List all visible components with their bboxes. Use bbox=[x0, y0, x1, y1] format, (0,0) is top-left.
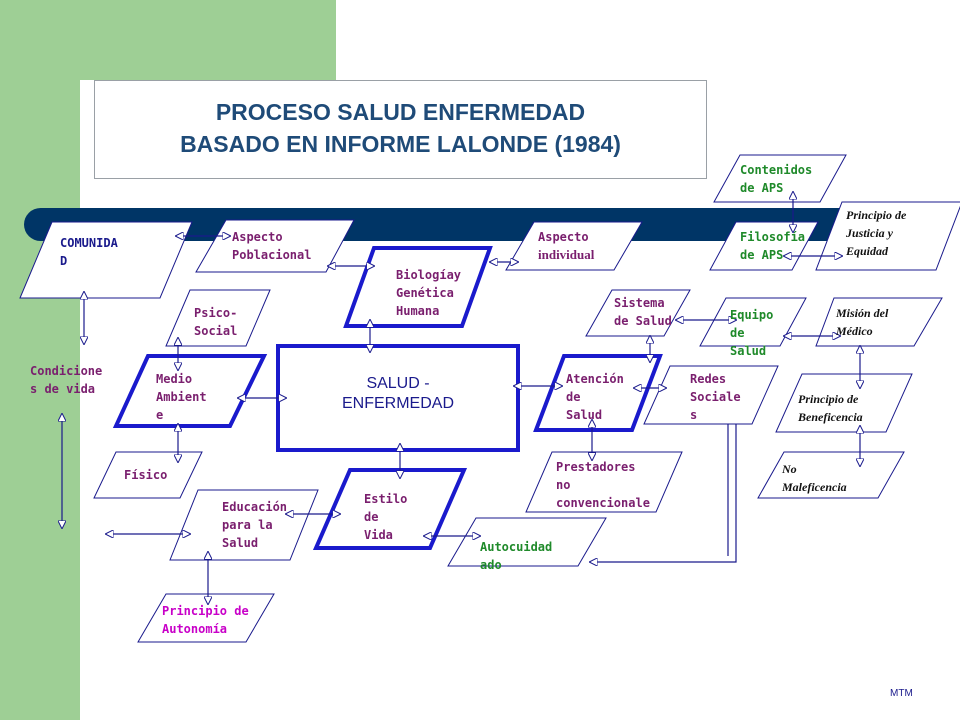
node-fisico bbox=[93, 451, 203, 499]
label-redes-sociales: Redes Sociale s bbox=[690, 372, 741, 422]
label-filosofia-aps: Filosofía de APS bbox=[740, 230, 806, 262]
label-principio-beneficencia: Principio de Beneficencia bbox=[798, 392, 863, 424]
arrow-redes-autocuidado bbox=[590, 424, 737, 562]
node-redes-sociales bbox=[643, 365, 779, 425]
node-prestadores bbox=[525, 451, 683, 513]
node-medio-ambiente bbox=[112, 354, 268, 428]
label-estilo-vida: Estilo de Vida bbox=[364, 492, 408, 542]
label-contenidos-aps: Contenidos de APS bbox=[740, 163, 813, 195]
label-principio-autonomia: Principio de Autonomía bbox=[162, 604, 249, 636]
node-comunidad bbox=[19, 221, 193, 299]
label-prestadores: Prestadores no convencionale bbox=[556, 460, 650, 510]
label-condiciones-vida: Condicione s de vida bbox=[30, 364, 103, 396]
label-mision-medico: Misión del Médico bbox=[836, 306, 889, 338]
label-educacion: Educación para la Salud bbox=[222, 500, 288, 550]
node-mision-medico bbox=[815, 297, 943, 347]
label-equipo-salud: Equipo de Salud bbox=[730, 308, 774, 358]
node-aspecto-individual bbox=[505, 221, 643, 271]
node-aspecto-poblacional bbox=[195, 219, 355, 273]
node-principio-justicia bbox=[815, 201, 960, 271]
label-principio-justicia: Principio de Justicia y Equidad bbox=[846, 208, 907, 258]
label-sistema-salud: Sistema de Salud bbox=[614, 296, 672, 328]
title-box: PROCESO SALUD ENFERMEDAD BASADO EN INFOR… bbox=[94, 80, 707, 179]
node-contenidos-aps bbox=[713, 154, 847, 203]
label-psico-social: Psico- Social bbox=[194, 306, 238, 338]
label-comunidad: COMUNIDA D bbox=[60, 236, 118, 268]
node-sistema-salud bbox=[585, 289, 691, 337]
label-salud-enfermedad: SALUD - ENFERMEDAD bbox=[341, 375, 454, 412]
label-atencion-salud: Atención de Salud bbox=[566, 372, 624, 422]
label-aspecto-individual-1: Aspecto bbox=[538, 230, 589, 244]
node-atencion-salud bbox=[533, 354, 663, 432]
green-sidebar bbox=[0, 0, 80, 720]
node-psico-social bbox=[165, 289, 271, 347]
label-medio-ambiente: Medio Ambient e bbox=[156, 372, 207, 422]
node-principio-beneficencia bbox=[775, 373, 913, 433]
node-autocuidado bbox=[447, 517, 607, 567]
footer-mtm: MTM bbox=[890, 688, 913, 699]
title-line-1: PROCESO SALUD ENFERMEDAD bbox=[215, 99, 586, 125]
title-line-2: BASADO EN INFORME LALONDE (1984) bbox=[180, 131, 621, 157]
label-fisico: Físico bbox=[124, 468, 168, 482]
node-equipo-salud bbox=[699, 297, 807, 347]
label-no-maleficencia: No Maleficencia bbox=[782, 462, 847, 494]
label-biologia: Biologíay Genética Humana bbox=[396, 268, 462, 318]
node-biologia bbox=[343, 246, 493, 328]
label-aspecto-individual-2: individual bbox=[538, 247, 595, 262]
label-autocuidado: Autocuidad ado bbox=[480, 540, 553, 572]
label-aspecto-poblacional: Aspecto Poblacional bbox=[232, 230, 312, 262]
node-estilo-vida bbox=[312, 468, 468, 550]
node-principio-autonomia bbox=[137, 593, 275, 643]
green-top-block bbox=[80, 0, 336, 80]
